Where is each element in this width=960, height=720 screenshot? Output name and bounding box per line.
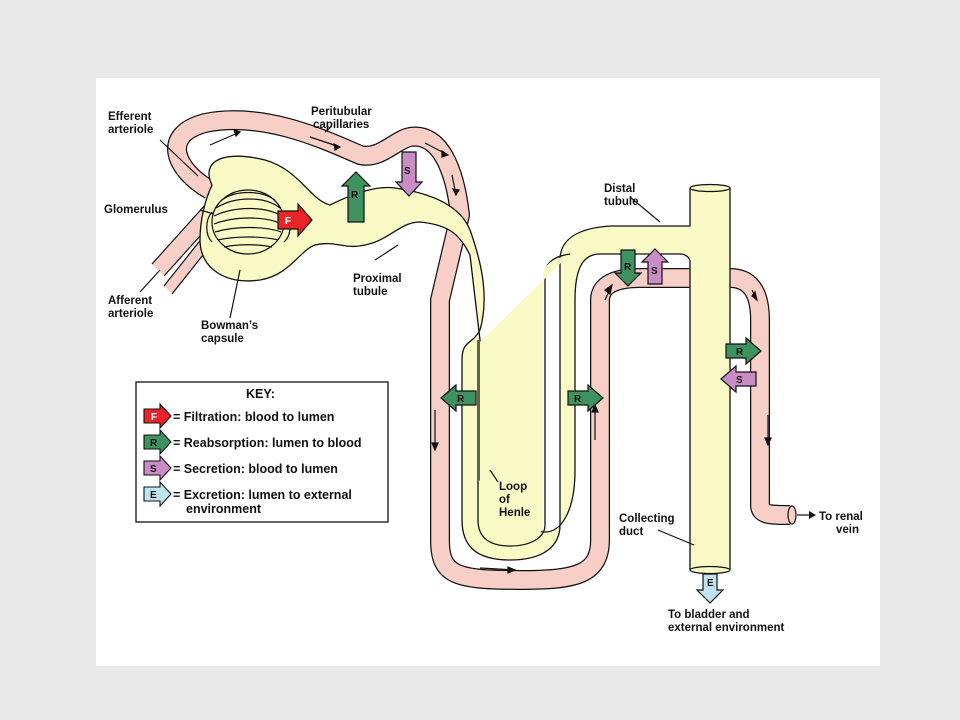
loop-inner-channel [477, 253, 571, 547]
secretion-arrow-proximal: S [394, 151, 424, 197]
label-distal-tubule-1: Distal [604, 183, 635, 195]
flow-arrows [209, 129, 772, 574]
key-reabsorption-text: = Reabsorption: lumen to blood [173, 436, 362, 450]
key-title: KEY: [246, 387, 275, 401]
label-glomerulus: Glomerulus [104, 204, 168, 216]
svg-text:R: R [351, 190, 359, 201]
label-to-renal-vein-1: To renal [819, 511, 863, 523]
label-loop-of-henle-2: of [499, 494, 510, 506]
filtration-letter: F [285, 216, 291, 227]
svg-text:S: S [651, 266, 658, 277]
label-loop-of-henle-3: Henle [499, 507, 530, 519]
label-collecting-duct-2: duct [619, 526, 643, 538]
label-distal-tubule-2: tubule [604, 196, 639, 208]
reabsorption-arrow-collecting: R [725, 336, 762, 366]
key-legend: KEY: F = Filtration: blood to lumen R = … [135, 381, 389, 523]
secretion-arrow-distal: S [640, 248, 670, 285]
filtration-arrow: F [277, 202, 313, 238]
leader-lines [139, 127, 695, 546]
reabsorption-arrow-proximal: R [340, 171, 372, 223]
svg-text:R: R [624, 262, 632, 273]
label-bowmans-capsule-2: capsule [201, 333, 244, 345]
process-arrows: F R S R R R S [277, 151, 762, 604]
svg-text:S: S [150, 464, 157, 475]
key-secretion-text: = Secretion: blood to lumen [173, 462, 338, 476]
tubule-body [199, 155, 731, 571]
label-afferent-arteriole-2: arteriole [108, 308, 153, 320]
label-proximal-tubule-1: Proximal [353, 273, 402, 285]
excretion-arrow: E [695, 573, 725, 604]
label-bowmans-capsule-1: Bowman’s [201, 320, 258, 332]
collecting-duct-top [689, 183, 731, 193]
svg-text:E: E [150, 490, 157, 501]
label-efferent-arteriole-2: arteriole [108, 124, 153, 136]
label-loop-of-henle-1: Loop [499, 481, 527, 493]
label-to-renal-vein-2: vein [836, 524, 859, 536]
key-reabsorption: R = Reabsorption: lumen to blood [143, 428, 362, 456]
reabsorption-arrow-distal: R [613, 249, 643, 287]
collecting-duct-bottom [689, 565, 731, 575]
key-excretion-text-2: environment [186, 502, 262, 516]
label-peritubular-capillaries-1: Peritubular [311, 106, 372, 118]
svg-text:E: E [707, 578, 714, 589]
svg-text:F: F [151, 412, 157, 423]
label-to-bladder-2: external environment [668, 622, 784, 634]
structure-labels: Efferent arteriole Peritubular capillari… [104, 106, 863, 634]
key-filtration: F = Filtration: blood to lumen [143, 402, 334, 430]
peritubular-capillaries [151, 110, 816, 590]
key-excretion-text-1: = Excretion: lumen to external [173, 488, 352, 502]
secretion-arrow-collecting: S [720, 364, 757, 394]
key-secretion: S = Secretion: blood to lumen [143, 454, 338, 482]
label-collecting-duct-1: Collecting [619, 513, 675, 525]
reabsorption-arrow-descending: R [440, 383, 477, 413]
nephron-tubule [199, 155, 731, 575]
svg-text:R: R [736, 347, 744, 358]
label-efferent-arteriole-1: Efferent [108, 111, 152, 123]
label-to-bladder-1: To bladder and [668, 609, 750, 621]
glomerulus [206, 189, 291, 255]
svg-text:S: S [404, 166, 411, 177]
reabsorption-arrow-ascending: R [567, 383, 604, 413]
key-filtration-text: = Filtration: blood to lumen [173, 410, 334, 424]
svg-text:R: R [150, 438, 158, 449]
svg-text:R: R [457, 394, 465, 405]
svg-text:S: S [736, 375, 743, 386]
label-proximal-tubule-2: tubule [353, 286, 388, 298]
label-peritubular-capillaries-2: capillaries [313, 119, 369, 131]
key-excretion: E = Excretion: lumen to external environ… [143, 480, 352, 516]
svg-text:R: R [574, 394, 582, 405]
renal-vein-opening [787, 505, 797, 525]
label-afferent-arteriole-1: Afferent [108, 295, 152, 307]
